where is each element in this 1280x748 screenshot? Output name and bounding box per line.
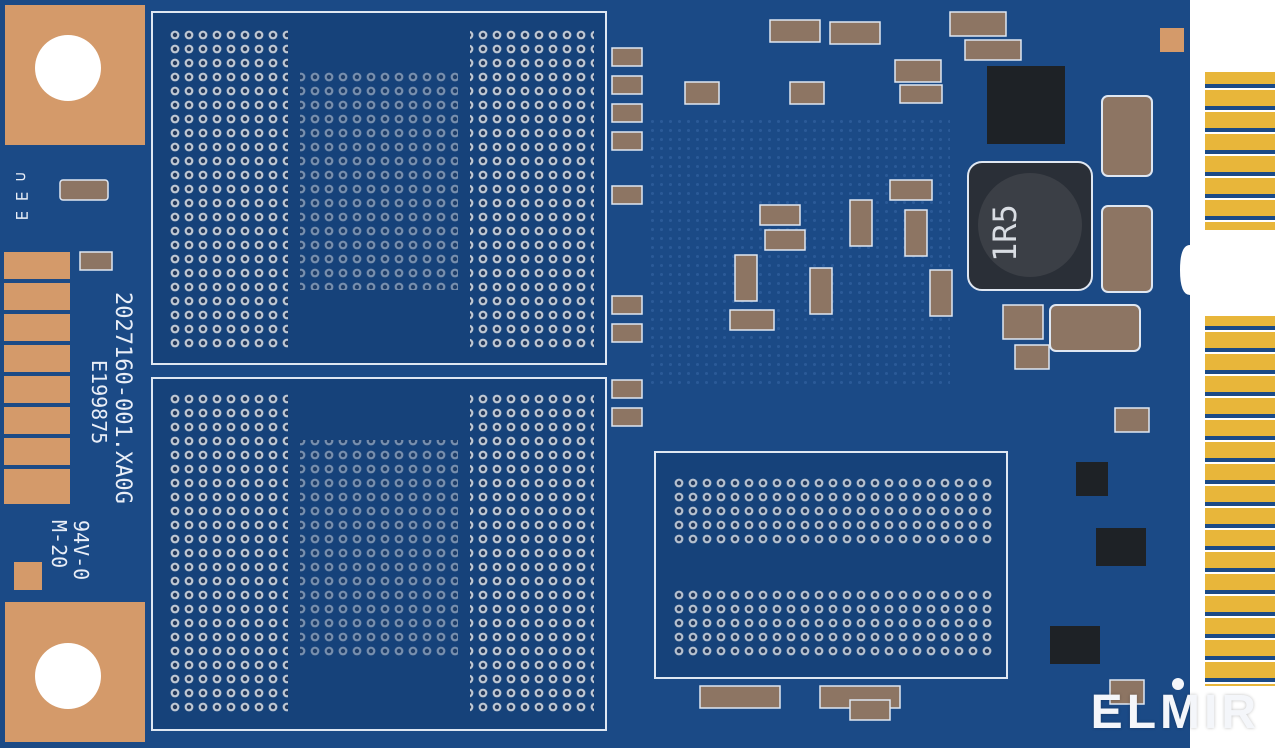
mark-text: M-20 [47,520,71,568]
mounting-pad-top [5,5,145,145]
test-pad [1160,28,1184,52]
watermark-logo: ELMIR [1090,686,1260,739]
inductor-1r5 [967,161,1093,291]
smd-components [59,11,1150,721]
gold-fingers-top [1205,72,1275,230]
flammability-text: 94V-0 [69,520,93,580]
inductor-label-text: 1R5 [986,204,1024,262]
nand-footprint-bottom [151,377,607,731]
part-number-text: 2027160-001.XA0G [110,292,135,504]
watermark-dot [1172,678,1184,690]
gold-fingers-bottom [1205,316,1275,686]
power-ic [987,66,1065,144]
nand-footprint-top [151,11,607,365]
small-copper-square [14,562,42,590]
left-contact-pads [4,252,70,504]
controller-via-field [650,120,950,390]
ul-code-text: E199875 [87,360,111,444]
edge-mark-text: ∩ ∃ ∃ [12,172,31,220]
transistors [1050,462,1146,664]
dram-footprint [654,451,1008,679]
tantalum-capacitors [1049,95,1153,352]
mounting-pad-bottom [5,602,145,742]
